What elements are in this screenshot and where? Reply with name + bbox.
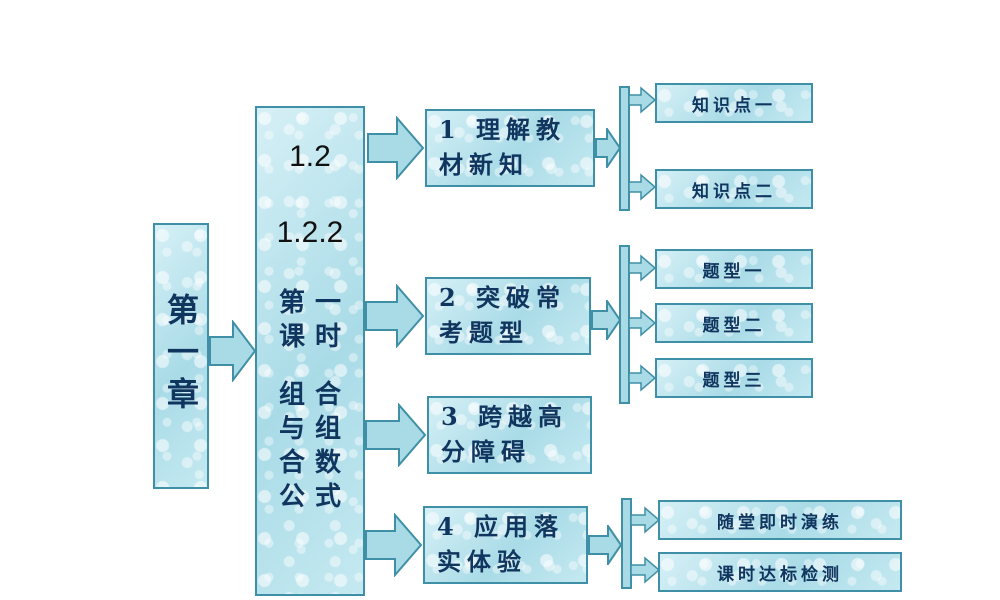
arrow-to-step4 <box>365 513 423 577</box>
arrow-to-step3 <box>365 403 427 467</box>
leaf-problem-type-1: 题型一 <box>655 249 813 289</box>
leaf-problem-type-2-label: 题型二 <box>702 315 766 336</box>
step3-line2: 分障碍 <box>441 437 531 466</box>
arrow-chapter-to-section <box>209 320 257 382</box>
step3-line1: 3 跨越高 <box>441 402 569 432</box>
leaf-problem-type-3-label: 题型三 <box>702 370 766 391</box>
chapter-label: 第一章 <box>162 293 200 419</box>
section-text-line2: 课时 <box>278 322 351 352</box>
step-box-1: 1 理解教 材新知 <box>425 109 595 187</box>
section-text-line4: 与组 <box>278 414 351 444</box>
leaf-problem-type-1-label: 题型一 <box>702 261 766 282</box>
step1-line1: 1 理解教 <box>439 115 567 145</box>
bracket-step1 <box>619 86 657 211</box>
section-text-line1: 第一 <box>278 288 351 318</box>
leaf-problem-type-2: 题型二 <box>655 303 813 343</box>
step-box-3: 3 跨越高 分障碍 <box>427 396 592 474</box>
leaf-lesson-assessment-label: 课时达标检测 <box>717 564 843 585</box>
subsection-number: 1.2.2 <box>276 216 344 249</box>
bracket-step2 <box>619 245 657 404</box>
step4-line1: 4 应用落 <box>437 512 565 542</box>
step2-line2: 考题型 <box>439 318 529 347</box>
arrow-step4-to-bracket <box>588 525 622 565</box>
leaf-in-class-practice: 随堂即时演练 <box>658 500 902 540</box>
leaf-lesson-assessment: 课时达标检测 <box>658 552 902 592</box>
step-box-4: 4 应用落 实体验 <box>423 506 588 584</box>
leaf-knowledge-point-1-label: 知识点一 <box>692 95 776 116</box>
section-text-line6: 公式 <box>278 482 351 512</box>
arrow-to-step1 <box>367 116 425 180</box>
leaf-knowledge-point-1: 知识点一 <box>655 83 813 123</box>
leaf-problem-type-3: 题型三 <box>655 358 813 398</box>
section-box: 1.2 1.2.2 第一 课时 组合 与组 合数 公式 <box>255 106 365 596</box>
section-number: 1.2 <box>289 140 331 173</box>
section-text-line5: 合数 <box>278 448 351 478</box>
leaf-in-class-practice-label: 随堂即时演练 <box>717 512 843 533</box>
step4-line2: 实体验 <box>437 547 527 576</box>
step1-line2: 材新知 <box>439 150 529 179</box>
leaf-knowledge-point-2: 知识点二 <box>655 169 813 209</box>
step-box-2: 2 突破常 考题型 <box>425 277 591 355</box>
chapter-box: 第一章 <box>153 223 209 489</box>
bracket-step4 <box>621 498 661 589</box>
arrow-step1-to-bracket <box>595 128 621 168</box>
leaf-knowledge-point-2-label: 知识点二 <box>692 181 776 202</box>
arrow-to-step2 <box>365 284 425 348</box>
arrow-step2-to-bracket <box>591 300 621 340</box>
section-text-line3: 组合 <box>278 380 351 410</box>
step2-line1: 2 突破常 <box>439 283 567 313</box>
